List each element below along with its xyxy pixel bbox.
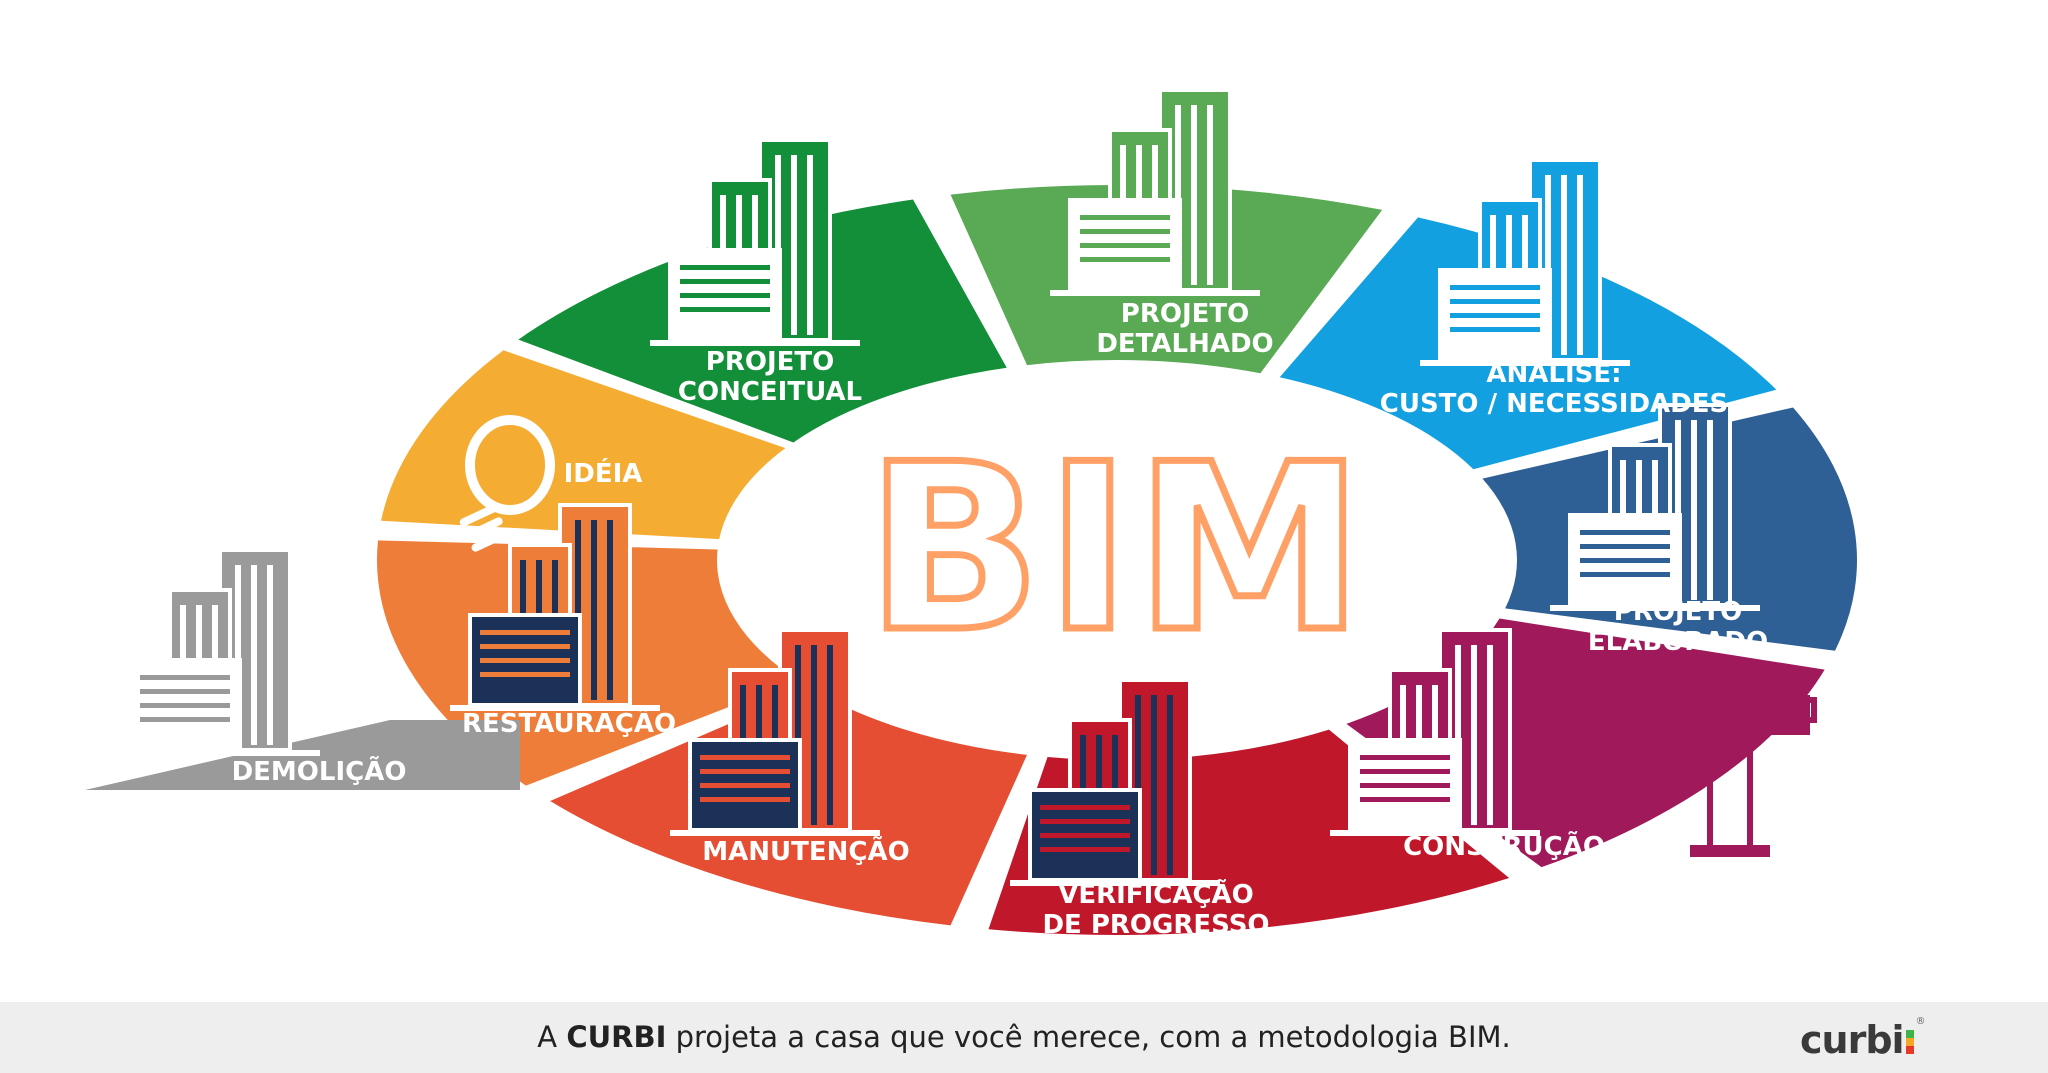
building-icon <box>1550 403 1760 611</box>
label-restauracao: RESTAURAÇÃO <box>462 707 676 739</box>
label-line: PROJETO <box>1121 299 1249 329</box>
building-icon <box>1420 158 1630 366</box>
label-construcao: CONSTRUÇÃO <box>1403 830 1605 862</box>
label-line: CONSTRUÇÃO <box>1403 830 1605 862</box>
label-line: VERIFICAÇÃO <box>1058 878 1254 910</box>
caption-after: projeta a casa que você merece, com a me… <box>666 1020 1511 1054</box>
lightbulb-icon <box>459 415 555 552</box>
registered-mark: ® <box>1915 1016 1926 1027</box>
curbi-logo[interactable]: curbi ® <box>1800 1016 1926 1060</box>
logo-color-bar <box>1905 1030 1914 1054</box>
caption-before: A <box>537 1020 567 1054</box>
building-icon <box>450 503 660 711</box>
label-manutencao: MANUTENÇÃO <box>702 835 909 867</box>
label-line: IDÉIA <box>564 457 643 489</box>
label-line: DEMOLIÇÃO <box>232 755 407 787</box>
building-icon <box>650 138 860 346</box>
logo-text: curbi <box>1800 1018 1905 1062</box>
bim-title: BIM <box>866 416 1368 683</box>
label-line: PROJETO <box>706 347 834 377</box>
building-icon <box>1330 628 1540 836</box>
building-icon <box>1010 678 1220 886</box>
footer-bar: A CURBI projeta a casa que você merece, … <box>0 1002 2048 1073</box>
building-icon <box>670 628 880 836</box>
label-line: ANÁLISE: <box>1486 357 1621 389</box>
caption-brand: CURBI <box>566 1020 667 1054</box>
label-line: CONCEITUAL <box>678 377 862 407</box>
label-line: DE PROGRESSO <box>1042 910 1269 940</box>
label-line: DETALHADO <box>1096 329 1273 359</box>
footer-caption: A CURBI projeta a casa que você merece, … <box>0 1020 2048 1054</box>
label-line: CUSTO / NECESSIDADES <box>1380 389 1728 419</box>
label-demolicao: DEMOLIÇÃO <box>232 755 407 787</box>
label-line: ELABORADO <box>1588 627 1768 657</box>
label-ideia: IDÉIA <box>564 457 643 489</box>
label-line: RESTAURAÇÃO <box>462 707 676 739</box>
label-analise: ANÁLISE:CUSTO / NECESSIDADES <box>1380 357 1728 419</box>
building-icon <box>1050 88 1260 296</box>
label-line: MANUTENÇÃO <box>702 835 909 867</box>
label-line: PROJETO <box>1614 597 1742 627</box>
crane-icon <box>1597 695 1817 857</box>
building-icon <box>110 548 320 756</box>
